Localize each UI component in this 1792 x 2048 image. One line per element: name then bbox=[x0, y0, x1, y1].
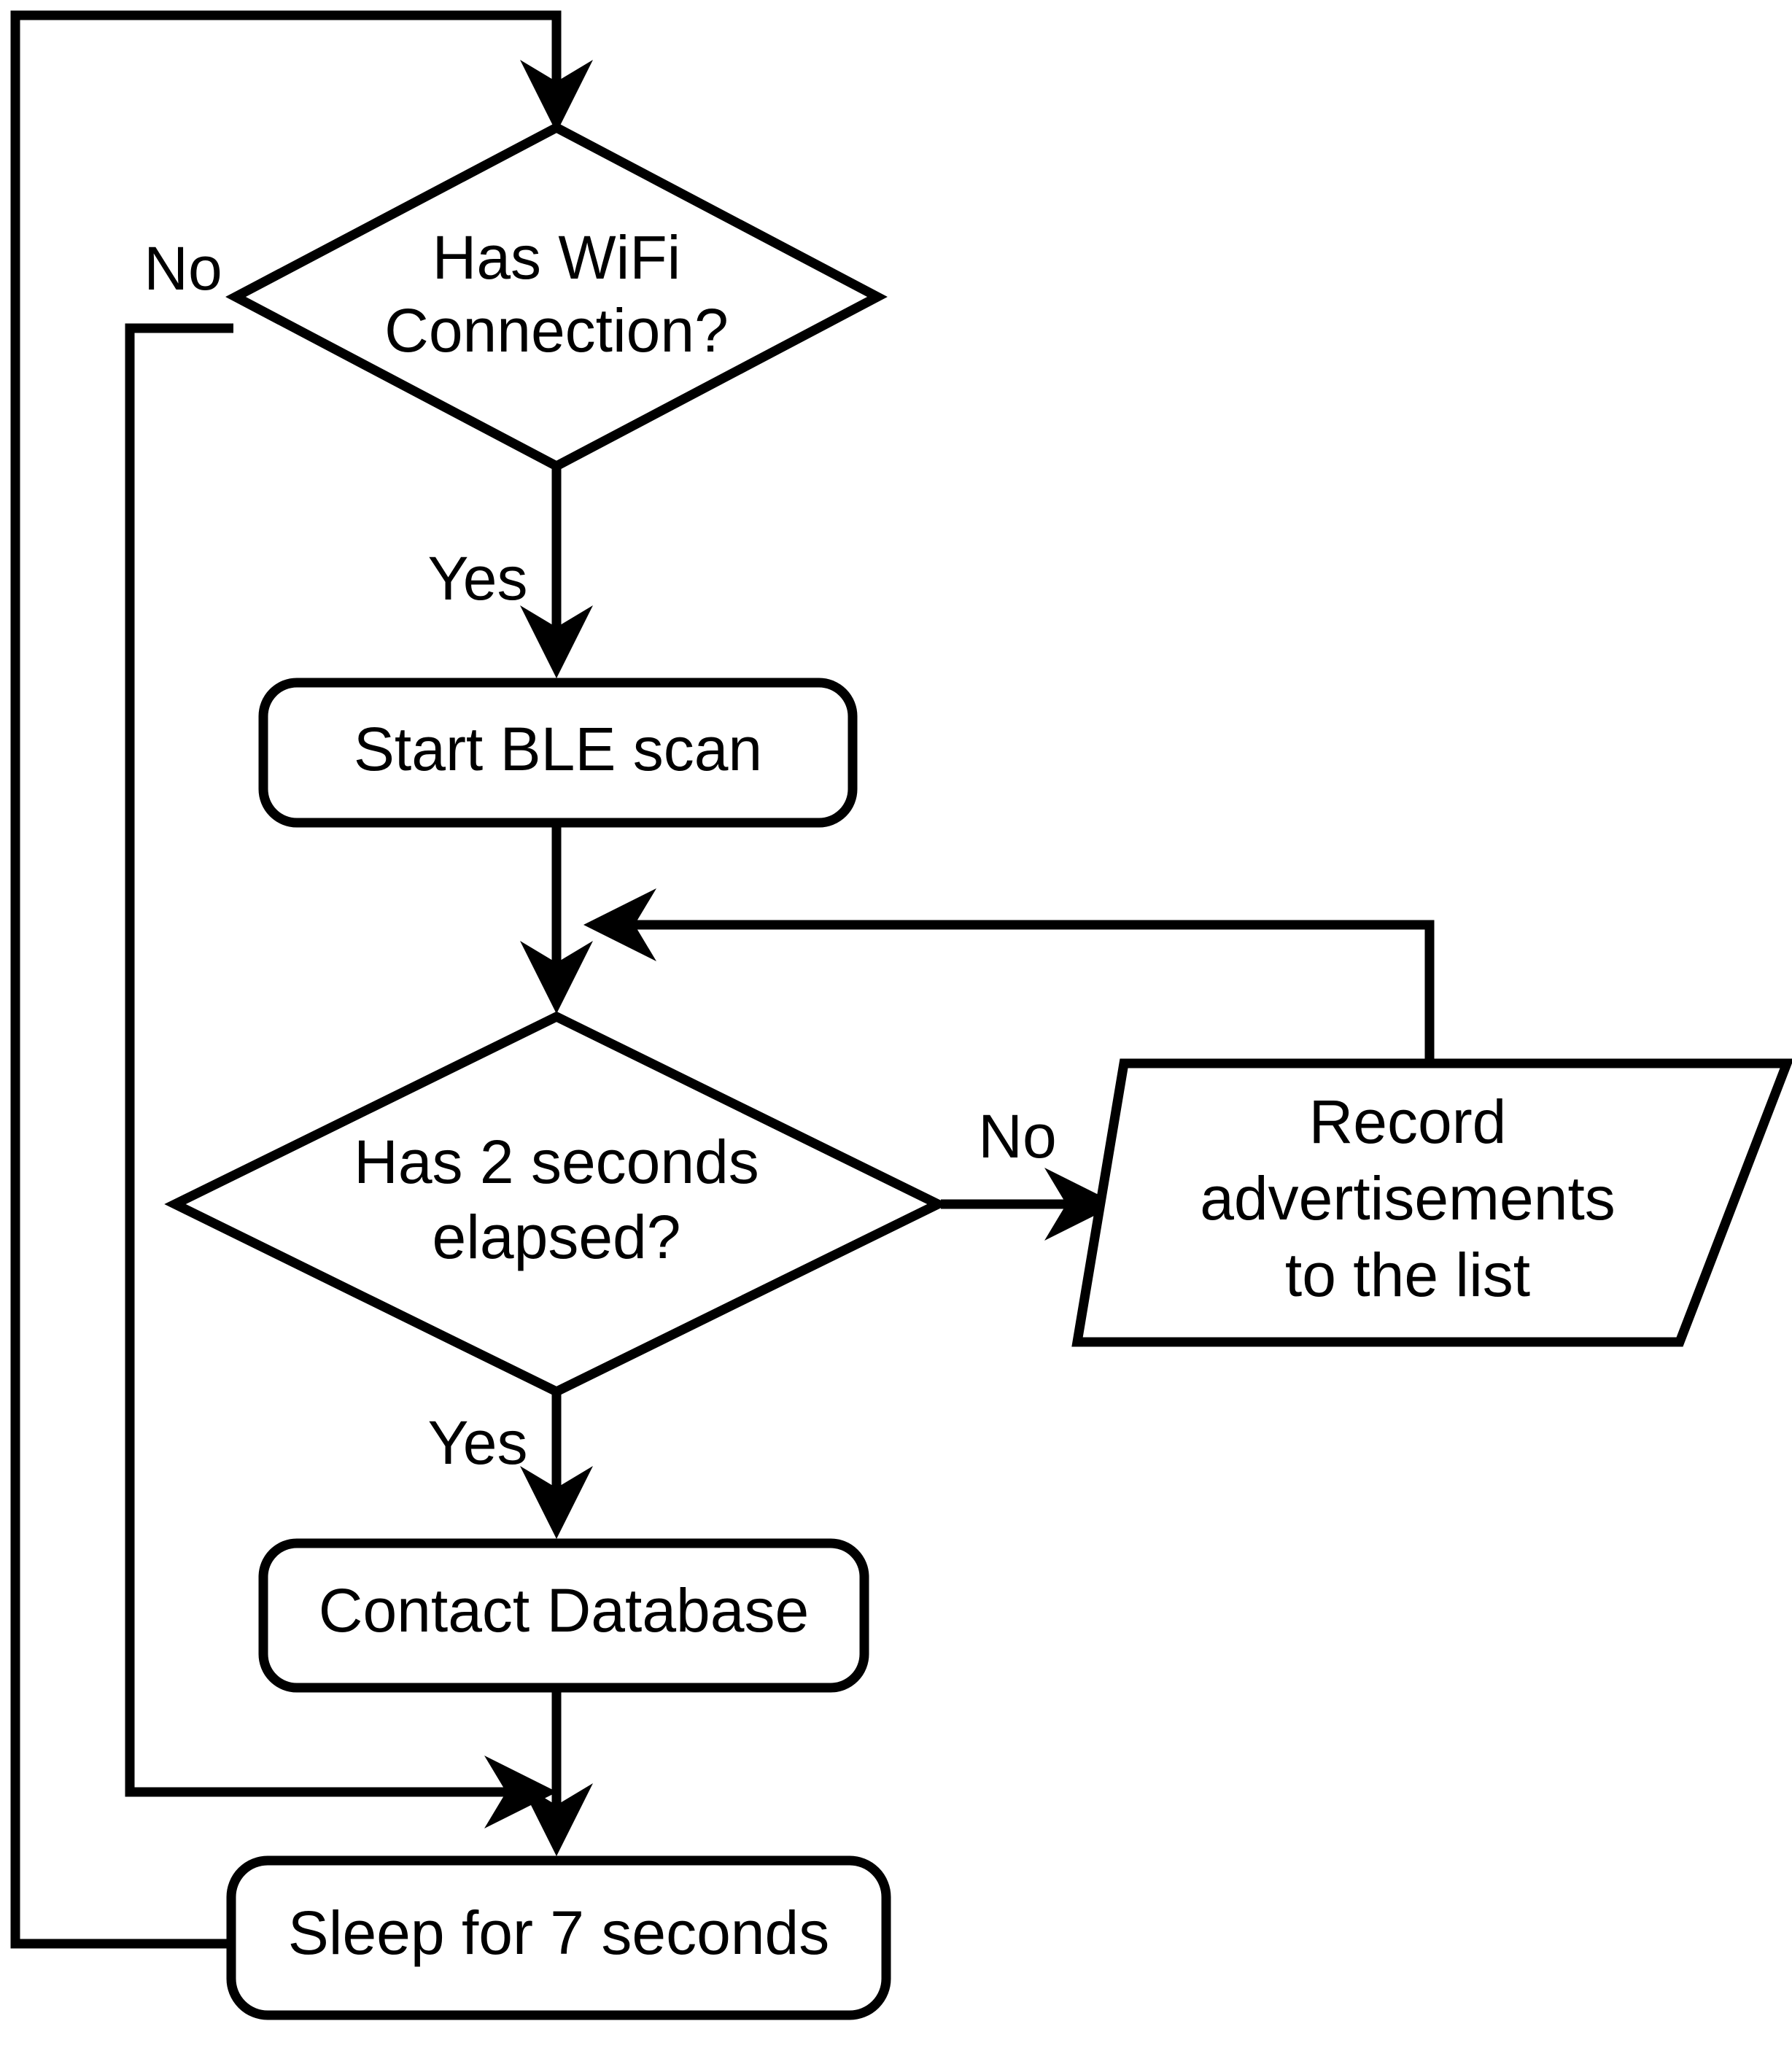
edge-sleep-to-wifi bbox=[10, 10, 562, 1949]
node-elapsed-decision[interactable]: Has 2 seconds elapsed? bbox=[164, 1011, 949, 1397]
node-contact-database[interactable]: Contact Database bbox=[258, 1538, 869, 1693]
record-advertisements-label-line3: to the list bbox=[1285, 1241, 1530, 1309]
arrowhead-into-record-advertisements bbox=[1044, 1168, 1117, 1241]
wifi-decision-diamond bbox=[225, 122, 888, 472]
arrowhead-into-elapsed-decision bbox=[520, 941, 593, 1014]
contact-database-label: Contact Database bbox=[319, 1576, 809, 1645]
wifi-decision-label-line2: Connection? bbox=[384, 296, 729, 365]
node-record-advertisements[interactable]: Record advertisements to the list bbox=[1071, 1058, 1792, 1347]
arrowhead-into-contact-database bbox=[520, 1466, 593, 1539]
record-advertisements-label-line2: advertisements bbox=[1200, 1164, 1615, 1233]
arrowhead-record-loop-return bbox=[583, 888, 656, 961]
node-start-ble-scan[interactable]: Start BLE scan bbox=[258, 678, 858, 828]
edge-label-elapsed-no: No bbox=[978, 1102, 1056, 1171]
edge-wifi-no-to-sleep bbox=[125, 323, 519, 1797]
record-advertisements-parallelogram bbox=[1071, 1058, 1792, 1347]
edge-record-back-to-elapsed bbox=[621, 920, 1435, 1059]
wifi-decision-label-line1: Has WiFi bbox=[433, 223, 681, 292]
edge-label-wifi-no: No bbox=[144, 234, 222, 303]
elapsed-decision-diamond bbox=[164, 1011, 949, 1397]
start-ble-scan-label: Start BLE scan bbox=[354, 715, 762, 783]
edge-label-wifi-yes: Yes bbox=[427, 544, 527, 613]
node-sleep[interactable]: Sleep for 7 seconds bbox=[226, 1855, 891, 2020]
node-wifi-decision[interactable]: Has WiFi Connection? bbox=[225, 122, 888, 472]
record-advertisements-label-line1: Record bbox=[1309, 1087, 1507, 1156]
arrowhead-into-sleep bbox=[520, 1783, 593, 1856]
contact-database-box bbox=[258, 1538, 869, 1693]
arrowhead-into-start-ble-scan bbox=[520, 605, 593, 678]
start-ble-scan-box bbox=[258, 678, 858, 828]
edge-label-elapsed-yes: Yes bbox=[427, 1408, 527, 1477]
arrowhead-wifi-no-join bbox=[484, 1756, 557, 1828]
elapsed-decision-label-line2: elapsed? bbox=[433, 1203, 681, 1271]
sleep-box bbox=[226, 1855, 891, 2020]
arrowhead-into-wifi-decision bbox=[520, 60, 593, 133]
sleep-label: Sleep for 7 seconds bbox=[288, 1898, 829, 1967]
elapsed-decision-label-line1: Has 2 seconds bbox=[354, 1128, 759, 1196]
